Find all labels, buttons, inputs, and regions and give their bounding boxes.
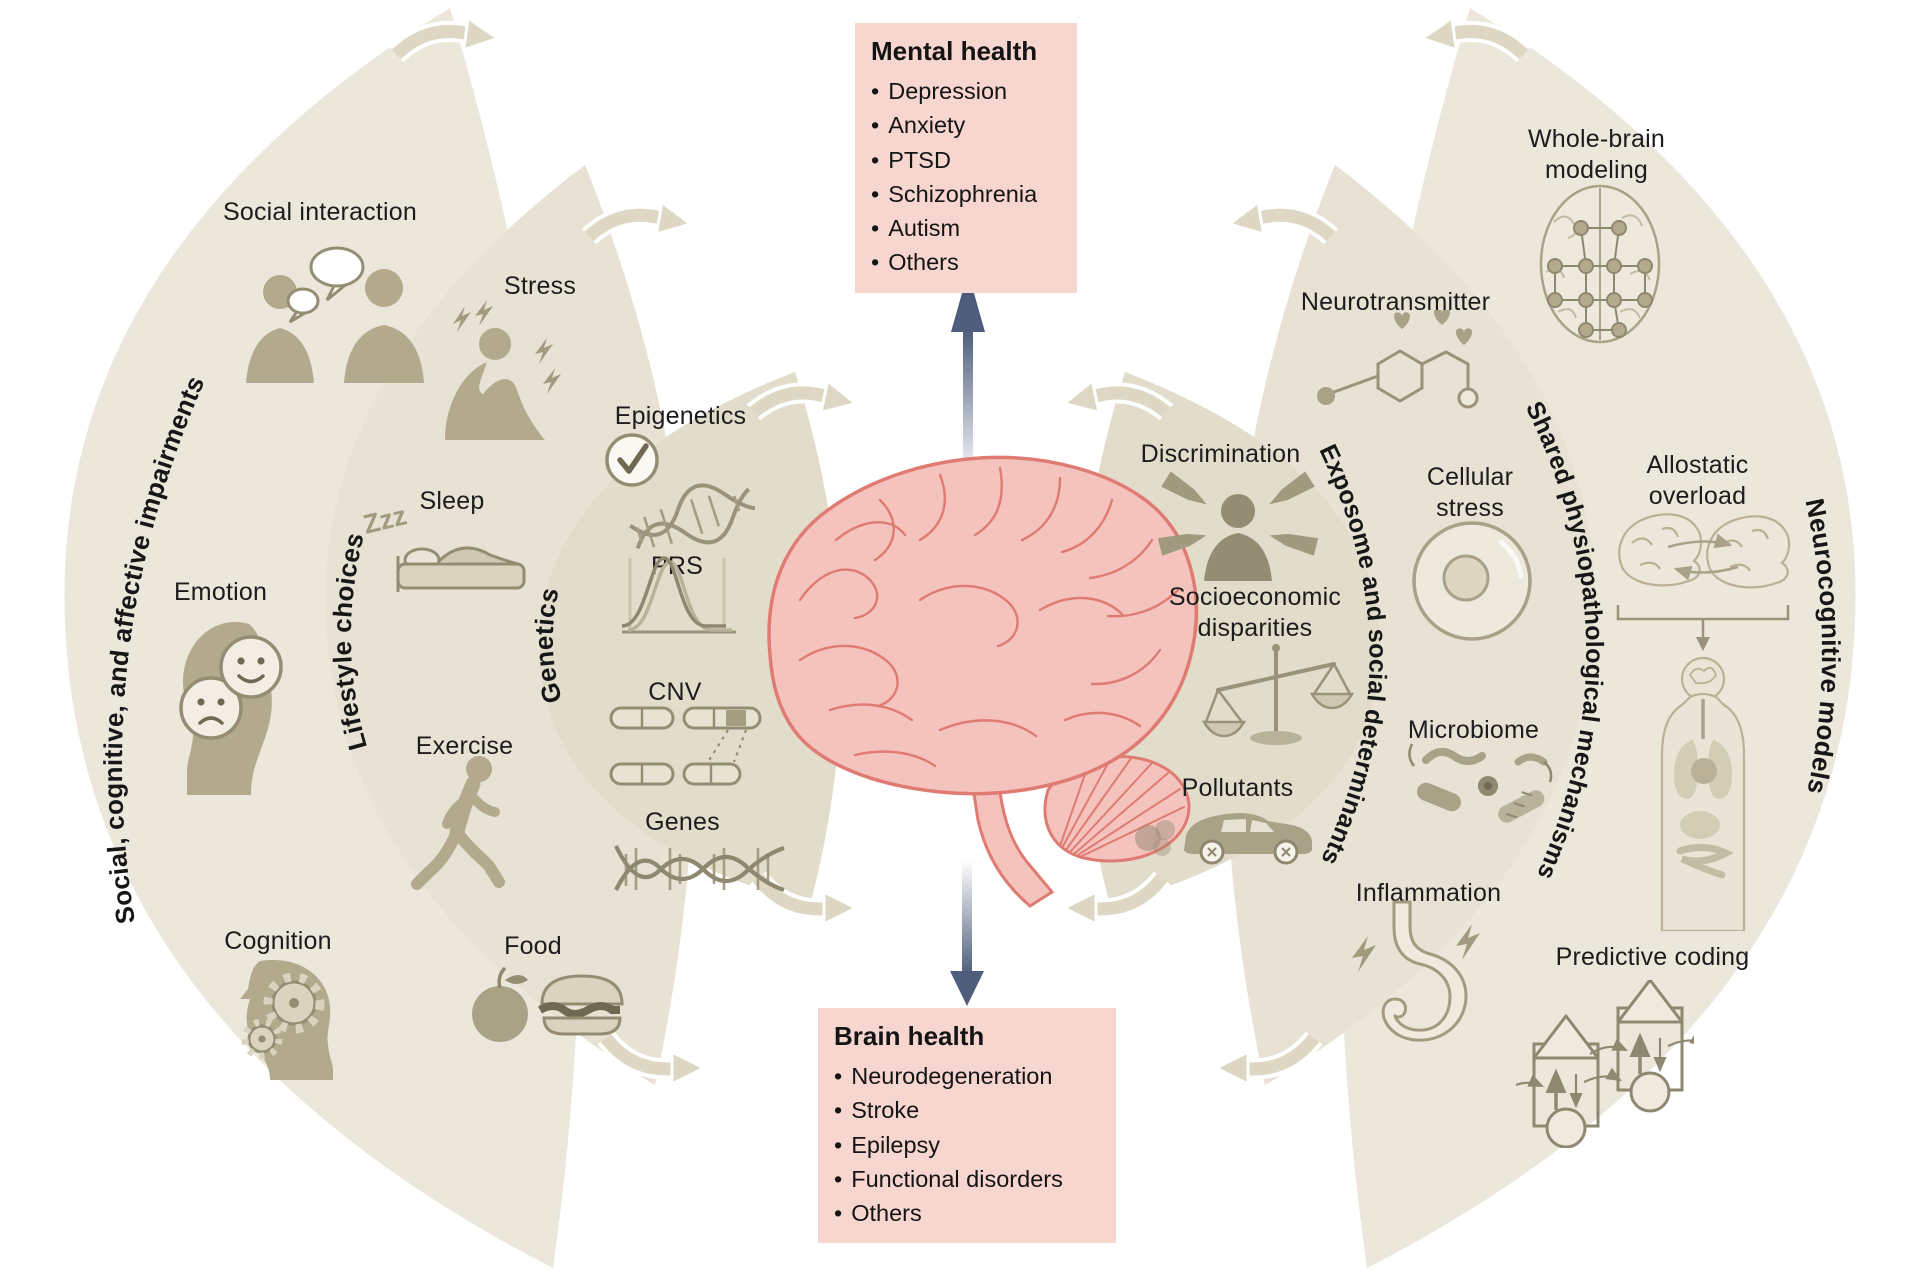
- stress-label: Stress: [503, 272, 577, 300]
- pollutants-car-icon: [1132, 790, 1330, 870]
- list-item: •Autism: [871, 215, 961, 242]
- list-item: •Epilepsy: [834, 1131, 941, 1158]
- cnv-chromosomes-icon: [608, 700, 766, 796]
- list-item: •Anxiety: [871, 112, 966, 139]
- exercise-label: Exercise: [415, 732, 514, 760]
- list-item: •Functional disorders: [834, 1165, 1063, 1192]
- genes-label: Genes: [645, 808, 720, 836]
- stressed-person-icon: [415, 292, 590, 440]
- discrimination-pointing-icon: [1152, 463, 1324, 581]
- cell-icon: [1405, 514, 1540, 649]
- emotion-faces-icon: [153, 610, 301, 795]
- predictive-coding-icon: [1516, 980, 1694, 1148]
- list-item: •Schizophrenia: [871, 180, 1038, 207]
- allostatic-overload-icon: [1610, 503, 1798, 931]
- socioeconomic-disparities-label: Socioeconomic disparities: [1168, 583, 1342, 642]
- inflammation-stomach-icon: [1346, 900, 1484, 1052]
- food-label: Food: [504, 932, 562, 960]
- discrimination-label: Discrimination: [1140, 440, 1301, 468]
- whole-brain-network-icon: [1524, 180, 1676, 348]
- mental-health-box: Mental health •Depression •Anxiety •PTSD…: [855, 23, 1077, 293]
- microbiome-label: Microbiome: [1407, 716, 1540, 744]
- genes-dna-icon: [610, 826, 790, 914]
- predictive-coding-label: Predictive coding: [1555, 943, 1750, 971]
- list-item: •Others: [834, 1200, 922, 1227]
- epigenetics-label: Epigenetics: [614, 402, 747, 430]
- list-item: •Others: [871, 249, 959, 276]
- food-icon: [462, 952, 632, 1047]
- prs-curve-icon: [620, 548, 738, 644]
- brain-illustration: [767, 455, 1199, 908]
- list-item: •PTSD: [871, 146, 951, 173]
- brain-health-box: Brain health •Neurodegeneration •Stroke …: [818, 1008, 1116, 1244]
- list-item: •Neurodegeneration: [834, 1063, 1053, 1089]
- inflammation-label: Inflammation: [1355, 879, 1502, 907]
- people-talking-icon: [232, 238, 442, 383]
- emotion-label: Emotion: [173, 578, 268, 606]
- list-item: •Stroke: [834, 1097, 920, 1124]
- epigenetics-dna-check-icon: [602, 430, 770, 552]
- list-item: •Depression: [871, 78, 1008, 104]
- neurotransmitter-label: Neurotransmitter: [1300, 288, 1491, 316]
- microbiome-bacteria-icon: [1400, 736, 1558, 842]
- sleep-bed-icon: Zzz: [360, 500, 530, 600]
- allostatic-overload-label: Allostatic overload: [1646, 451, 1749, 510]
- neurotransmitter-molecule-icon: [1308, 310, 1506, 430]
- brain-health-title: Brain health: [834, 1021, 985, 1051]
- cellular-stress-label: Cellular stress: [1426, 463, 1514, 522]
- balance-scales-icon: [1196, 636, 1356, 750]
- cognition-gears-icon: [200, 955, 355, 1080]
- mental-health-title: Mental health: [871, 36, 1038, 66]
- whole-brain-modeling-label: Whole-brain modeling: [1528, 125, 1665, 184]
- zzz-text: Zzz: [360, 500, 409, 540]
- runner-icon: [405, 752, 523, 900]
- arrow-to-mental-health: [951, 272, 985, 482]
- sleep-label: Sleep: [419, 487, 485, 515]
- pollutants-label: Pollutants: [1181, 774, 1294, 802]
- cognition-label: Cognition: [224, 927, 332, 955]
- social-interaction-label: Social interaction: [223, 198, 417, 226]
- cnv-label: CNV: [648, 678, 702, 706]
- arrow-to-brain-health: [950, 860, 984, 1006]
